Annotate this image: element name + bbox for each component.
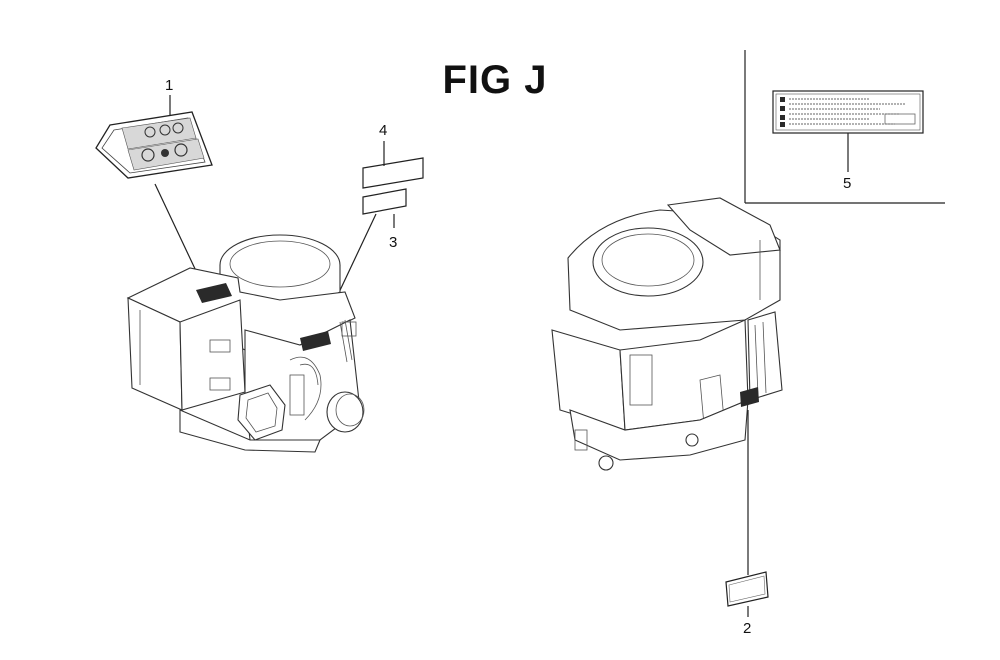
callout-4: 4 <box>379 122 387 139</box>
label-part-2 <box>725 571 769 607</box>
figure-title: FIG J <box>442 58 548 102</box>
callout-2: 2 <box>743 620 751 637</box>
warning-label-part-5 <box>772 90 924 134</box>
right-engine-illustration <box>551 197 783 471</box>
callout-1: 1 <box>165 77 173 94</box>
callout-5: 5 <box>843 175 851 192</box>
inset-frame <box>744 50 945 204</box>
label-part-4 <box>362 157 424 189</box>
label-part-3 <box>362 188 407 215</box>
callout-3: 3 <box>389 234 397 251</box>
emblem-part-1 <box>95 111 213 179</box>
left-engine-illustration <box>126 234 365 453</box>
